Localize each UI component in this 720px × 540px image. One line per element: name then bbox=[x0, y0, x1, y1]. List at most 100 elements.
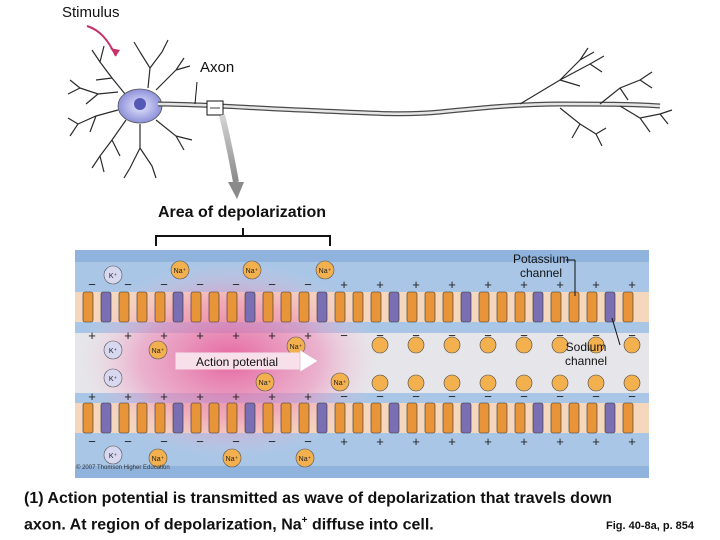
inner-charge-sign: − bbox=[376, 389, 384, 404]
inner-charge-sign: − bbox=[628, 389, 636, 404]
channel-protein bbox=[334, 291, 346, 323]
sodium-ion-label: Na⁺ bbox=[334, 380, 347, 387]
channel-protein bbox=[550, 291, 562, 323]
channel-protein bbox=[568, 402, 580, 434]
channel-protein bbox=[604, 291, 616, 323]
channel-protein bbox=[460, 402, 472, 434]
potassium-ion-label: K⁺ bbox=[109, 348, 118, 355]
channel-protein bbox=[208, 402, 220, 434]
channel-protein bbox=[298, 402, 310, 434]
outer-charge-sign: − bbox=[304, 277, 312, 292]
sodium-ion bbox=[170, 260, 190, 280]
outer-charge-sign: + bbox=[520, 277, 528, 292]
stimulus-label: Stimulus bbox=[62, 4, 120, 21]
gate-ball bbox=[623, 336, 641, 354]
outer-charge-sign: + bbox=[448, 277, 456, 292]
caption-line-2-start: axon. At region of depolarization, Na bbox=[24, 516, 302, 534]
outer-charge-sign: + bbox=[340, 434, 348, 449]
inner-charge-sign: − bbox=[484, 328, 492, 343]
nucleus bbox=[134, 98, 146, 110]
outer-charge-sign: − bbox=[232, 434, 240, 449]
outer-charge-sign: − bbox=[160, 434, 168, 449]
outer-charge-sign: + bbox=[412, 434, 420, 449]
outer-charge-sign: − bbox=[196, 277, 204, 292]
channel-protein bbox=[532, 402, 544, 434]
gate-ball bbox=[443, 336, 461, 354]
channel-protein bbox=[586, 402, 598, 434]
outer-charge-sign: − bbox=[268, 277, 276, 292]
channel-protein bbox=[352, 291, 364, 323]
sodium-ion-label: Na⁺ bbox=[290, 344, 303, 351]
channel-protein bbox=[406, 291, 418, 323]
figure-reference: Fig. 40-8a, p. 854 bbox=[606, 520, 695, 532]
inner-charge-sign: − bbox=[448, 389, 456, 404]
sodium-ion bbox=[330, 372, 350, 392]
channel-protein bbox=[388, 402, 400, 434]
channel-protein bbox=[208, 291, 220, 323]
sodium-ion bbox=[148, 448, 168, 468]
outer-charge-sign: − bbox=[268, 434, 276, 449]
inner-charge-sign: + bbox=[88, 389, 96, 404]
channel-protein bbox=[514, 291, 526, 323]
sodium-ion bbox=[242, 260, 262, 280]
channel-protein bbox=[280, 402, 292, 434]
sodium-ion-label: Na⁺ bbox=[319, 268, 332, 275]
depolarization-bracket bbox=[155, 228, 331, 246]
axon-label: Axon bbox=[200, 59, 235, 76]
gate-ball bbox=[479, 336, 497, 354]
inner-charge-sign: − bbox=[412, 389, 420, 404]
outer-charge-sign: + bbox=[412, 277, 420, 292]
outer-charge-sign: + bbox=[628, 277, 636, 292]
channel-protein bbox=[388, 291, 400, 323]
gate-ball bbox=[479, 374, 497, 392]
channel-protein bbox=[370, 402, 382, 434]
inner-charge-sign: − bbox=[340, 389, 348, 404]
caption-line-2-end: diffuse into cell. bbox=[307, 516, 434, 534]
channel-protein bbox=[442, 402, 454, 434]
sodium-ion bbox=[222, 448, 242, 468]
channel-protein bbox=[514, 402, 526, 434]
inner-charge-sign: + bbox=[268, 389, 276, 404]
channel-protein bbox=[154, 291, 166, 323]
inner-charge-sign: − bbox=[448, 328, 456, 343]
inner-charge-sign: + bbox=[196, 389, 204, 404]
outer-charge-sign: + bbox=[448, 434, 456, 449]
channel-protein bbox=[100, 291, 112, 323]
outer-charge-sign: + bbox=[376, 434, 384, 449]
gate-ball bbox=[623, 374, 641, 392]
outer-charge-sign: − bbox=[124, 434, 132, 449]
potassium-ion bbox=[103, 445, 123, 465]
channel-protein bbox=[334, 402, 346, 434]
sodium-ion-label: Na⁺ bbox=[246, 268, 259, 275]
potassium-ion-label: K⁺ bbox=[109, 453, 118, 460]
caption-line-1: (1) Action potential is transmitted as w… bbox=[24, 490, 612, 507]
inner-charge-sign: − bbox=[412, 328, 420, 343]
channel-protein bbox=[352, 402, 364, 434]
channel-protein bbox=[190, 402, 202, 434]
inner-charge-sign: − bbox=[592, 328, 600, 343]
channel-protein bbox=[172, 402, 184, 434]
inner-charge-sign: − bbox=[556, 389, 564, 404]
gate-ball bbox=[443, 374, 461, 392]
channel-protein bbox=[622, 291, 634, 323]
outer-charge-sign: + bbox=[340, 277, 348, 292]
sodium-ion bbox=[295, 448, 315, 468]
gate-ball bbox=[587, 336, 605, 354]
channel-protein bbox=[298, 291, 310, 323]
sodium-ion bbox=[148, 340, 168, 360]
channel-protein bbox=[172, 291, 184, 323]
sodium-ion-label: Na⁺ bbox=[152, 348, 165, 355]
channel-protein bbox=[280, 291, 292, 323]
channel-protein bbox=[154, 402, 166, 434]
channel-protein bbox=[550, 402, 562, 434]
channel-protein bbox=[190, 291, 202, 323]
gate-ball bbox=[551, 336, 569, 354]
outer-charge-sign: − bbox=[232, 277, 240, 292]
channel-protein bbox=[424, 291, 436, 323]
channel-protein bbox=[460, 291, 472, 323]
channel-protein bbox=[226, 402, 238, 434]
gate-ball bbox=[407, 374, 425, 392]
channel-protein bbox=[118, 402, 130, 434]
neuron bbox=[67, 25, 673, 199]
